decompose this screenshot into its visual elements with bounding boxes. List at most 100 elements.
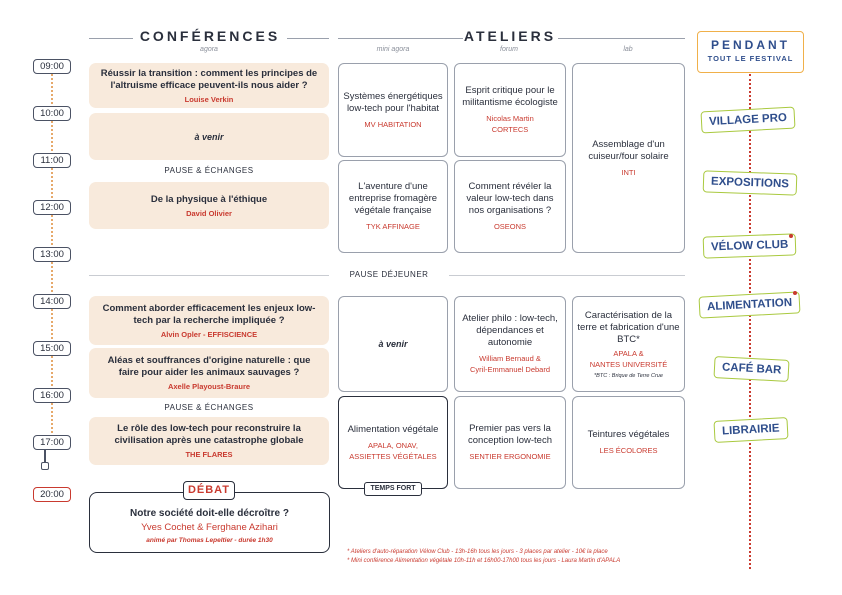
conference-tbd: à venir	[194, 131, 224, 142]
ateliers-rule-left	[338, 38, 463, 39]
atelier-title: Alimentation végétale	[347, 423, 439, 435]
lunch-rule-left	[89, 275, 329, 276]
atelier-card[interactable]: Atelier philo : low-tech, dépendances et…	[454, 296, 566, 392]
festival-dotted-line	[749, 74, 751, 569]
conference-title: Le rôle des low-tech pour reconstruire l…	[114, 423, 304, 446]
conference-card[interactable]: Comment aborder efficacement les enjeux …	[89, 296, 329, 345]
conference-title: Comment aborder efficacement les enjeux …	[102, 302, 316, 326]
timeline-tail	[44, 448, 46, 463]
conference-title: Aléas et souffrances d'origine naturelle…	[107, 355, 311, 378]
time-1700: 17:00	[33, 435, 71, 450]
time-1400: 14:00	[33, 294, 71, 309]
timeline-end-marker	[41, 462, 49, 470]
timeline-dots-1	[51, 74, 54, 104]
mini-agora-label: mini agora	[376, 46, 410, 53]
lab-label: lab	[623, 46, 633, 53]
conferences-rule-right	[287, 38, 329, 39]
atelier-card[interactable]: à venir	[338, 296, 448, 392]
debat-card[interactable]: Notre société doit-elle décroître ? Yves…	[89, 492, 330, 553]
stand-librairie[interactable]: LIBRAIRIE	[713, 417, 789, 443]
pendant-subtitle: TOUT LE FESTIVAL	[707, 54, 794, 63]
timeline-dots-6	[51, 309, 54, 339]
atelier-title: Premier pas vers la conception low-tech	[468, 423, 552, 446]
debat-moderator: animé par Thomas Lepeltier - durée 1h30	[146, 536, 273, 544]
conference-card[interactable]: à venir	[89, 113, 329, 160]
conference-speaker: David Olivier	[186, 208, 232, 218]
conference-speaker: Louise Verkin	[184, 94, 234, 104]
conference-card[interactable]: Aléas et souffrances d'origine naturelle…	[89, 348, 329, 398]
footnote-velow: * Ateliers d'auto-réparation Vélow Club …	[347, 549, 608, 555]
atelier-card[interactable]: Premier pas vers la conception low-tech …	[454, 396, 566, 489]
debat-badge: DÉBAT	[183, 481, 235, 500]
atelier-title: Comment révéler la valeur low-tech dans …	[466, 181, 554, 216]
atelier-title: L'aventure d'une entreprise fromagère vé…	[348, 181, 438, 216]
conference-speaker: THE FLARES	[185, 450, 233, 459]
atelier-title: Teintures végétales	[587, 429, 670, 440]
footnote-alimentation: * Mini conférence Alimentation végétale …	[347, 558, 621, 564]
time-0900: 09:00	[33, 59, 71, 74]
time-1200: 12:00	[33, 200, 71, 215]
pause-lunch: PAUSE DÉJEUNER	[349, 270, 429, 279]
atelier-org: LES ÉCOLORES	[599, 446, 658, 455]
pendant-title: PENDANT	[710, 38, 790, 52]
atelier-org: APALA, ONAV, ASSIETTES VÉGÉTALES	[349, 440, 437, 461]
atelier-org: William Bernaud & Cyril-Emmanuel Debard	[469, 354, 551, 374]
pendant-banner: PENDANT TOUT LE FESTIVAL	[697, 31, 804, 73]
temps-fort-badge: TEMPS FORT	[364, 482, 422, 496]
conference-card[interactable]: Réussir la transition : comment les prin…	[89, 63, 329, 108]
atelier-org: TYK AFFINAGE	[366, 222, 420, 231]
atelier-card[interactable]: Caractérisation de la terre et fabricati…	[572, 296, 685, 392]
stand-expositions[interactable]: EXPOSITIONS	[702, 170, 798, 196]
atelier-tbd: à venir	[378, 339, 408, 349]
atelier-title: Assemblage d'un cuiseur/four solaire	[588, 138, 669, 162]
time-1300: 13:00	[33, 247, 71, 262]
ateliers-heading: ATELIERS	[463, 28, 557, 44]
pause-afternoon: PAUSE & ÉCHANGES	[164, 403, 254, 412]
velow-club-marker	[789, 234, 793, 238]
stand-velow-club[interactable]: VÉLOW CLUB	[702, 233, 797, 259]
atelier-org: INTI	[621, 167, 636, 177]
atelier-card[interactable]: Teintures végétales LES ÉCOLORES	[572, 396, 685, 489]
stand-alimentation[interactable]: ALIMENTATION	[698, 291, 801, 319]
stand-cafe-bar[interactable]: CAFÉ BAR	[713, 356, 790, 382]
time-1500: 15:00	[33, 341, 71, 356]
agora-label: agora	[200, 46, 218, 53]
atelier-card[interactable]: L'aventure d'une entreprise fromagère vé…	[338, 160, 448, 253]
time-1100: 11:00	[33, 153, 71, 168]
timeline-dots-4	[51, 215, 54, 245]
atelier-note: *BTC : Brique de Terre Crue	[594, 372, 663, 379]
time-2000: 20:00	[33, 487, 71, 502]
atelier-org: Nicolas Martin CORTECS	[486, 114, 534, 134]
timeline-dots-8	[51, 403, 54, 433]
conference-speaker: Axelle Playoust-Braure	[167, 382, 251, 391]
atelier-title: Esprit critique pour le militantisme éco…	[462, 85, 558, 108]
atelier-org: APALA & NANTES UNIVERSITÉ	[589, 348, 668, 369]
alimentation-marker	[793, 291, 797, 295]
atelier-card[interactable]: Esprit critique pour le militantisme éco…	[454, 63, 566, 157]
conference-title: De la physique à l'éthique	[150, 193, 268, 205]
atelier-card[interactable]: Assemblage d'un cuiseur/four solaire INT…	[572, 63, 685, 253]
timeline-dots-2	[51, 121, 54, 151]
atelier-org: MV HABITATION	[364, 119, 422, 129]
time-1000: 10:00	[33, 106, 71, 121]
conference-speaker: Alvin Opler - EFFISCIENCE	[160, 329, 258, 339]
atelier-org: OSEONS	[493, 222, 527, 231]
forum-label: forum	[500, 46, 518, 53]
atelier-card-highlight[interactable]: Alimentation végétale APALA, ONAV, ASSIE…	[338, 396, 448, 489]
pause-morning: PAUSE & ÉCHANGES	[164, 166, 254, 175]
stand-village-pro[interactable]: VILLAGE PRO	[700, 106, 796, 134]
atelier-title: Caractérisation de la terre et fabricati…	[577, 309, 680, 345]
conference-title: Réussir la transition : comment les prin…	[100, 67, 318, 91]
timeline-dots-5	[51, 262, 54, 292]
atelier-title: Atelier philo : low-tech, dépendances et…	[462, 313, 558, 348]
conferences-heading: CONFÉRENCES	[139, 28, 281, 44]
atelier-org: SENTIER ERGONOMIE	[469, 452, 551, 461]
timeline-dots-7	[51, 356, 54, 386]
conference-card[interactable]: De la physique à l'éthique David Olivier	[89, 182, 329, 229]
timeline-dots-3	[51, 168, 54, 198]
atelier-card[interactable]: Systèmes énergétiques low-tech pour l'ha…	[338, 63, 448, 157]
conference-card[interactable]: Le rôle des low-tech pour reconstruire l…	[89, 417, 329, 465]
atelier-card[interactable]: Comment révéler la valeur low-tech dans …	[454, 160, 566, 253]
conferences-rule-left	[89, 38, 133, 39]
ateliers-rule-right	[558, 38, 685, 39]
